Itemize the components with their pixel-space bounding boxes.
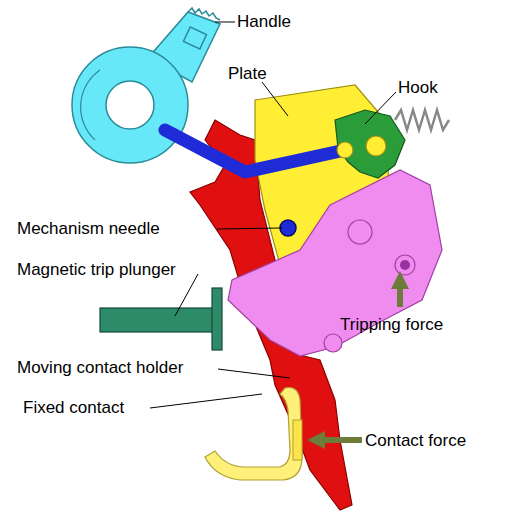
- plunger-rod: [100, 308, 215, 332]
- leader-line: [262, 82, 288, 116]
- contact-pad: [293, 420, 302, 460]
- holder-lower-pin: [324, 334, 342, 352]
- handle-groove: [81, 70, 100, 140]
- contact-force-arrow: [316, 437, 362, 443]
- leader-lines: [150, 22, 396, 408]
- tripping-force-arrow: [397, 280, 403, 307]
- link-rod: [165, 130, 345, 172]
- part-label: Hook: [398, 79, 438, 98]
- handle-part: [72, 8, 220, 163]
- part-label: Fixed contact: [23, 399, 124, 418]
- link-pin: [337, 142, 353, 158]
- leader-line: [365, 92, 396, 124]
- holder-pin-core: [400, 260, 410, 270]
- hook-pivot: [366, 136, 386, 156]
- plunger-flange: [212, 288, 222, 350]
- leader-line: [215, 22, 235, 23]
- leader-line: [217, 228, 282, 229]
- handle-body: [72, 47, 188, 163]
- leader-line: [218, 369, 290, 378]
- fixed-contact-shape: [205, 388, 302, 481]
- part-label: Moving contact holder: [17, 359, 183, 378]
- handle-hole: [106, 81, 154, 129]
- mechanism-needle: [280, 220, 296, 236]
- hook-part: [335, 110, 405, 178]
- leader-line: [150, 394, 262, 408]
- leader-line: [175, 274, 198, 316]
- part-label: Handle: [237, 13, 291, 32]
- holder-pin: [395, 255, 415, 275]
- handle-knurl: [188, 8, 220, 20]
- spring-part: [395, 110, 449, 130]
- holder-pivot: [348, 220, 372, 244]
- handle-window: [183, 27, 206, 49]
- part-label: Plate: [228, 65, 267, 84]
- part-label: Contact force: [365, 432, 466, 451]
- part-label: Mechanism needle: [17, 220, 160, 239]
- part-label: Tripping force: [340, 316, 443, 335]
- part-label: Magnetic trip plunger: [17, 261, 176, 280]
- fixed-contact-part: [205, 388, 302, 481]
